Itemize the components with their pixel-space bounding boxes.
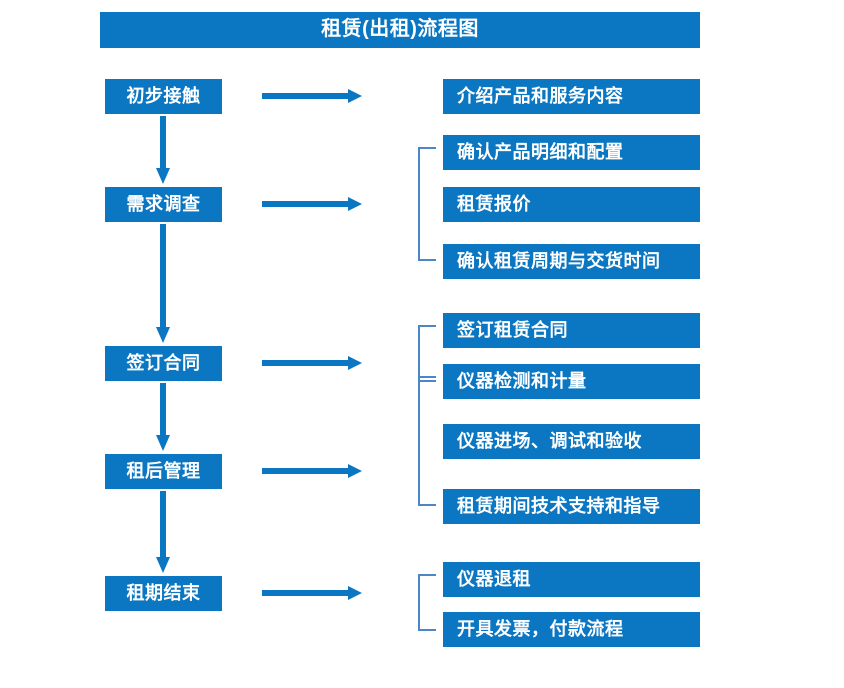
detail-box-1[interactable]: 介绍产品和服务内容 — [443, 79, 700, 114]
stage-box-1[interactable]: 初步接触 — [105, 79, 222, 114]
detail-box-10[interactable]: 开具发票，付款流程 — [443, 612, 700, 647]
detail-box-3[interactable]: 租赁报价 — [443, 187, 700, 222]
right-arrow-icon-5 — [262, 586, 362, 600]
right-arrow-icon-4 — [262, 464, 362, 478]
down-arrow-icon-2 — [156, 224, 170, 343]
bracket-icon-1 — [418, 147, 436, 261]
down-arrow-icon-4 — [156, 491, 170, 573]
bracket-icon-3 — [418, 376, 436, 506]
stage-box-5[interactable]: 租期结束 — [105, 576, 222, 611]
right-arrow-icon-3 — [262, 356, 362, 370]
detail-box-6[interactable]: 仪器检测和计量 — [443, 364, 700, 399]
detail-box-4[interactable]: 确认租赁周期与交货时间 — [443, 244, 700, 279]
detail-box-5[interactable]: 签订租赁合同 — [443, 313, 700, 348]
down-arrow-icon-3 — [156, 383, 170, 451]
detail-box-8[interactable]: 租赁期间技术支持和指导 — [443, 489, 700, 524]
stage-box-4[interactable]: 租后管理 — [105, 454, 222, 489]
detail-box-7[interactable]: 仪器进场、调试和验收 — [443, 424, 700, 459]
stage-box-2[interactable]: 需求调查 — [105, 187, 222, 222]
stage-box-3[interactable]: 签订合同 — [105, 346, 222, 381]
bracket-icon-2 — [418, 325, 436, 382]
bracket-icon-4 — [418, 574, 436, 631]
page-title: 租赁(出租)流程图 — [100, 12, 700, 48]
detail-box-9[interactable]: 仪器退租 — [443, 562, 700, 597]
down-arrow-icon-1 — [156, 116, 170, 184]
right-arrow-icon-1 — [262, 89, 362, 103]
right-arrow-icon-2 — [262, 197, 362, 211]
detail-box-2[interactable]: 确认产品明细和配置 — [443, 135, 700, 170]
